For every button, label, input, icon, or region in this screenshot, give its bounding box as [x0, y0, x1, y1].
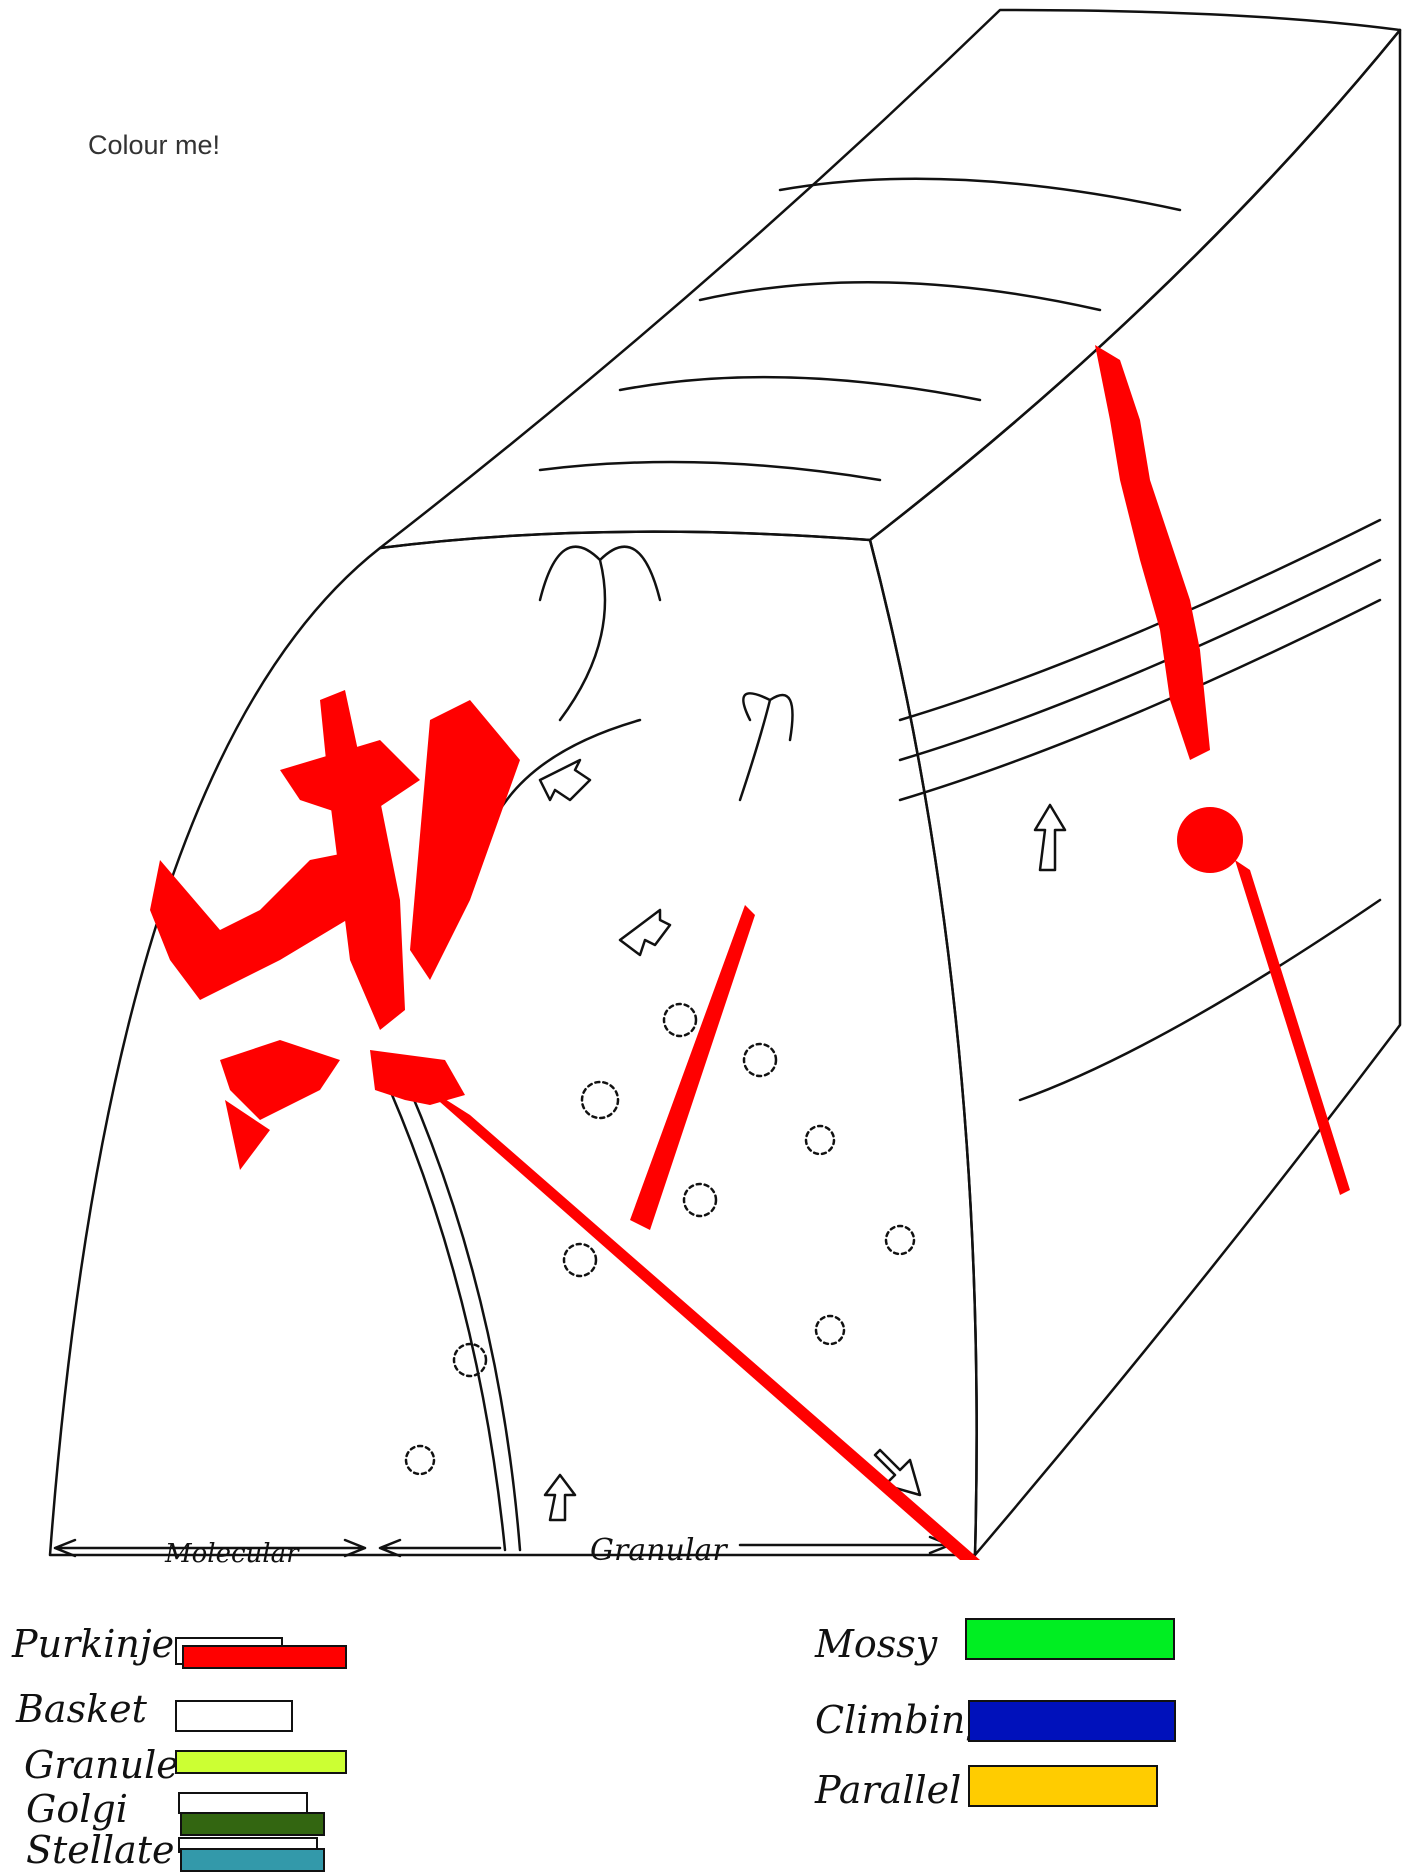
block-top-face [380, 10, 1400, 548]
legend-swatch-golgi [180, 1812, 325, 1836]
legend-label-basket: Basket [16, 1687, 147, 1731]
legend-swatch-mossy [965, 1618, 1175, 1660]
legend-swatch-purkinje [182, 1645, 347, 1669]
legend-swatch-climbing [968, 1700, 1176, 1742]
purkinje-cell [150, 345, 1350, 1560]
legend-swatch-granule [175, 1750, 347, 1774]
legend-swatch-parallel [968, 1765, 1158, 1807]
arrow-icon [1035, 805, 1065, 870]
block-side-face [870, 30, 1400, 1555]
cerebellum-diagram: Molecular Granular [0, 0, 1423, 1590]
legend-label-climbing: Climbing [815, 1698, 990, 1742]
legend-label-parallel: Parallel [815, 1768, 961, 1812]
legend-label-stellate: Stellate [26, 1828, 175, 1872]
layer-label-molecular: Molecular [164, 1539, 300, 1569]
arrow-icon [620, 910, 670, 955]
arrow-icon [545, 1475, 575, 1520]
legend-label-golgi: Golgi [26, 1787, 128, 1831]
block-front-face [50, 532, 977, 1555]
arrow-icon [540, 760, 590, 800]
legend-swatch-basket [175, 1700, 293, 1732]
legend-swatch-stellate [180, 1848, 325, 1872]
legend-label-granule: Granule [24, 1743, 179, 1787]
legend-frame [178, 1792, 308, 1814]
layer-label-granular: Granular [590, 1533, 728, 1568]
legend-label-mossy: Mossy [815, 1622, 937, 1666]
legend-label-purkinje: Purkinje [12, 1622, 174, 1666]
